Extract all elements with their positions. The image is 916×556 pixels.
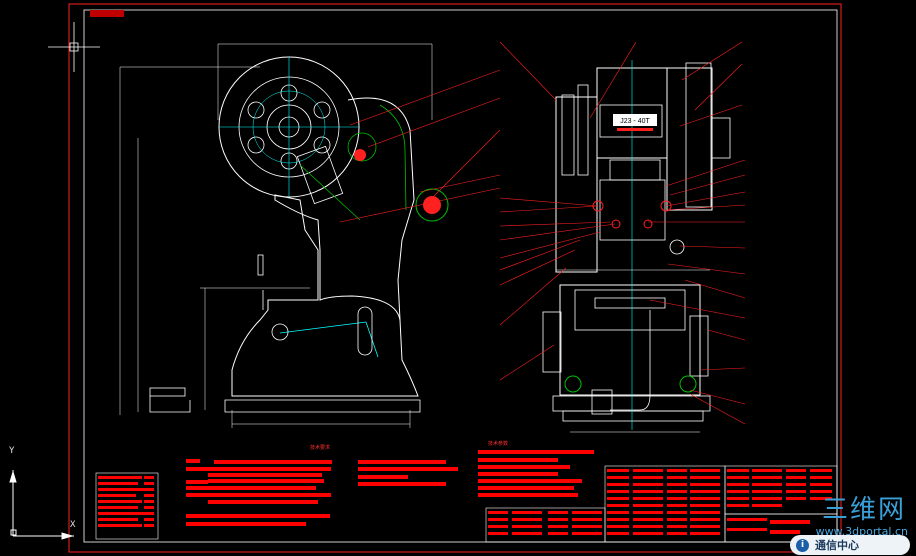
communication-center-label: 通信中心 [815, 539, 859, 552]
outer-border [68, 3, 842, 553]
watermark-site: www.3dportal.cn [815, 525, 908, 538]
communication-center-button[interactable]: i 通信中心 [790, 535, 910, 555]
watermark-logo: 三维网 [821, 495, 906, 525]
small-parts-list [95, 472, 159, 540]
left-side-view [119, 43, 449, 428]
section-right-heading: 技术参数 [488, 440, 508, 447]
technical-requirements-block [186, 459, 332, 526]
right-front-view [542, 60, 731, 433]
technical-requirements-block-2 [358, 460, 458, 486]
ucs-x-label: X [70, 520, 76, 530]
technical-parameters-block [478, 450, 594, 497]
model-label: J23 - 40T [620, 118, 650, 125]
section-left-heading: 技术要求 [310, 444, 330, 451]
inner-border [83, 9, 838, 543]
model-plate [613, 114, 657, 126]
crosshair-cursor-icon [48, 22, 100, 72]
ucs-axis-icon [9, 470, 74, 540]
info-icon: i [796, 538, 809, 552]
part-callout-leaders [339, 41, 746, 425]
ucs-y-label: Y [9, 446, 15, 456]
drawing-title-tag [90, 10, 124, 17]
plate-stripe [617, 128, 653, 131]
bill-of-materials-table [485, 465, 838, 543]
